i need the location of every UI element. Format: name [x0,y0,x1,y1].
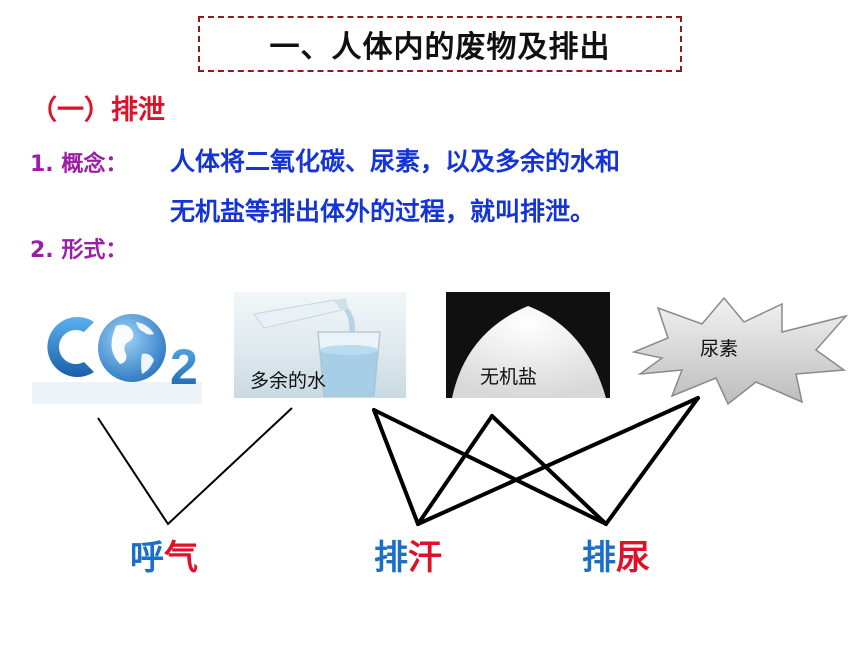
method-urination-char-1: 排 [582,538,616,578]
urea-caption: 尿素 [700,338,739,360]
water-glass-image [234,292,406,398]
salt-pile-image [446,292,610,398]
method-breathing: 呼气 [130,530,198,579]
method-sweating-char-2: 汗 [408,538,442,578]
method-urination: 排尿 [582,530,650,579]
method-breathing-char-2: 气 [164,538,198,578]
title-box: 一、人体内的废物及排出 [198,16,682,72]
concept-label: 1. 概念： [30,152,128,177]
method-urination-char-2: 尿 [616,538,650,578]
co2-subscript: 2 [170,339,198,395]
water-caption: 多余的水 [250,370,327,392]
method-sweating: 排汗 [374,530,442,579]
co2-globe-icon: CO 2 [32,314,202,404]
section-heading: （一）排泄 [30,95,165,126]
urea-burst-shape [632,296,849,406]
concept-text-line-2: 无机盐等排出体外的过程，就叫排泄。 [170,197,596,226]
salt-caption: 无机盐 [480,366,538,388]
method-sweating-char-1: 排 [374,538,408,578]
form-label: 2. 形式： [30,238,128,263]
slide-title: 一、人体内的废物及排出 [269,30,611,65]
concept-text-line-1: 人体将二氧化碳、尿素，以及多余的水和 [170,147,621,176]
method-breathing-char-1: 呼 [130,538,164,578]
